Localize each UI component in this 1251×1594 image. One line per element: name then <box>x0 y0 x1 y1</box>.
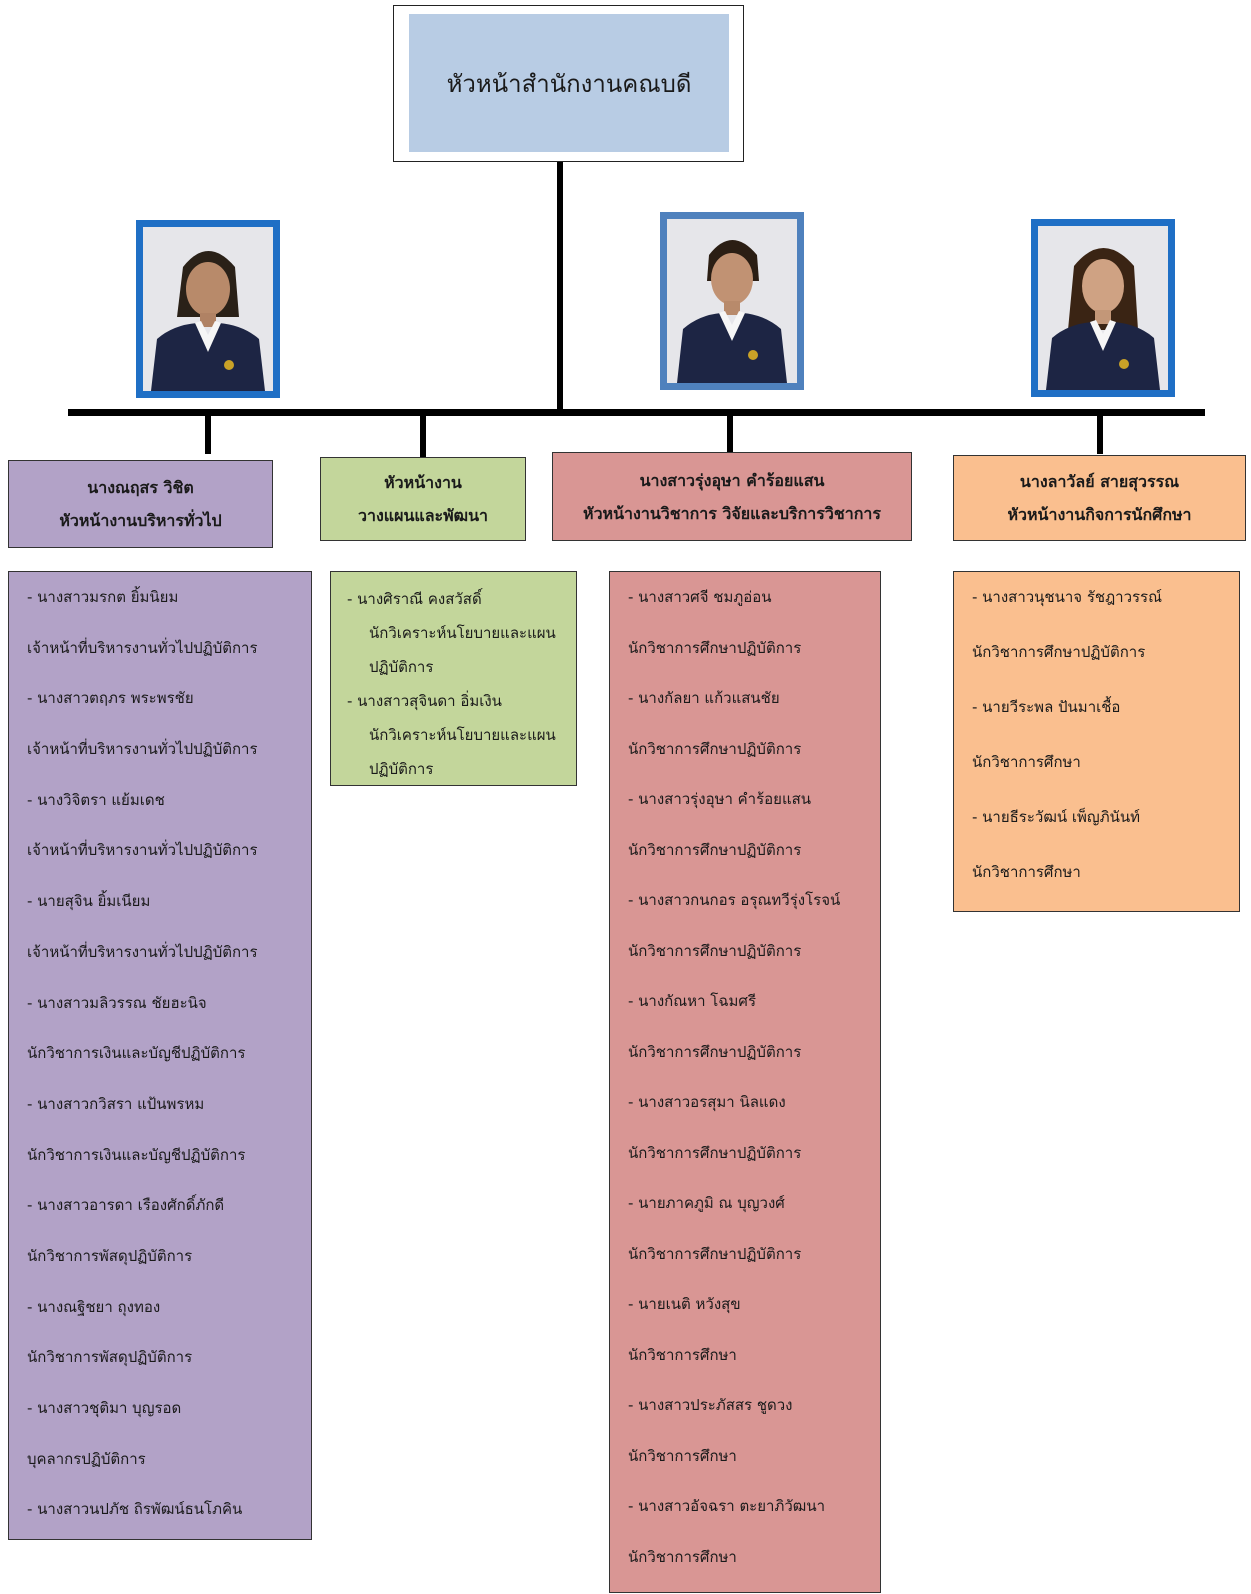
list-item: นักวิชาการศึกษา <box>628 1342 880 1393</box>
list-item: นักวิชาการศึกษาปฏิบัติการ <box>628 1241 880 1292</box>
connector-drop-2 <box>420 414 426 458</box>
photo-general-admin-head <box>136 220 280 398</box>
staff-list-general-admin: - นางสาวมรกต ยิ้มนิยม เจ้าหน้าที่บริหารง… <box>8 571 312 1540</box>
head-name: นางณฤสร วิชิต <box>87 471 193 504</box>
list-item: - นางสาวอารดา เรืองศักดิ์ภักดี <box>27 1192 311 1243</box>
list-item: - นางวิจิตรา แย้มเดช <box>27 787 311 838</box>
list-item: เจ้าหน้าที่บริหารงานทั่วไปปฏิบัติการ <box>27 939 311 990</box>
connector-drop-3 <box>727 414 733 452</box>
list-item: - นางกัลยา แก้วแสนชัย <box>628 685 880 736</box>
list-item: - นายเนติ หวังสุข <box>628 1291 880 1342</box>
list-item: - นางสาวนปภัช ถิรพัฒน์ธนโภคิน <box>27 1496 311 1547</box>
list-item: นักวิชาการศึกษาปฏิบัติการ <box>628 938 880 989</box>
list-item: - นางสาวกนกอร อรุณทวีรุ่งโรจน์ <box>628 887 880 938</box>
list-item: - นางสาวตฤภร พระพรชัย <box>27 685 311 736</box>
person-portrait-icon <box>1038 226 1168 390</box>
staff-list-planning: - นางศิราณี คงสวัสดิ์ นักวิเคราะห์นโยบาย… <box>330 571 577 786</box>
list-item: - นายวีระพล ปันมาเชื้อ <box>972 694 1239 749</box>
list-item: นักวิชาการศึกษา <box>628 1544 880 1594</box>
list-item: นักวิชาการเงินและบัญชีปฏิบัติการ <box>27 1142 311 1193</box>
head-role: หัวหน้างานวิชาการ วิจัยและบริการวิชาการ <box>583 497 881 530</box>
list-item: เจ้าหน้าที่บริหารงานทั่วไปปฏิบัติการ <box>27 635 311 686</box>
list-item-name: - นางสาวสุจินดา อิ่มเงิน <box>347 684 576 718</box>
list-item: นักวิชาการพัสดุปฏิบัติการ <box>27 1344 311 1395</box>
list-item: เจ้าหน้าที่บริหารงานทั่วไปปฏิบัติการ <box>27 736 311 787</box>
head-role: หัวหน้างานกิจการนักศึกษา <box>1007 498 1191 531</box>
list-item: นักวิชาการพัสดุปฏิบัติการ <box>27 1243 311 1294</box>
director-title: หัวหน้าสำนักงานคณบดี <box>447 64 692 103</box>
list-item: - นายภาคภูมิ ณ บุญวงศ์ <box>628 1190 880 1241</box>
list-item: - นางสาวนุชนาจ รัชฎาวรรณ์ <box>972 584 1239 639</box>
list-item: นักวิชาการศึกษา <box>628 1443 880 1494</box>
list-item: - นางณฐิชยา ถุงทอง <box>27 1294 311 1345</box>
list-item: นักวิชาการศึกษาปฏิบัติการ <box>628 635 880 686</box>
connector-drop-4 <box>1097 414 1103 454</box>
head-name: นางลาวัลย์ สายสุวรรณ <box>1020 465 1179 498</box>
list-item: - นางสาวกวิสรา แป้นพรหม <box>27 1091 311 1142</box>
list-item: นักวิชาการศึกษา <box>972 859 1239 914</box>
connector-horizontal <box>68 409 1205 416</box>
list-item: - นางสาวอัจฉรา ตะยาภิวัฒนา <box>628 1493 880 1544</box>
list-item: นักวิชาการเงินและบัญชีปฏิบัติการ <box>27 1040 311 1091</box>
list-item: นักวิชาการศึกษาปฏิบัติการ <box>628 1140 880 1191</box>
head-role: หัวหน้างานบริหารทั่วไป <box>59 504 221 537</box>
head-name: หัวหน้างาน <box>384 466 462 499</box>
head-box-academic: นางสาวรุ่งอุษา คำร้อยแสน หัวหน้างานวิชาก… <box>552 452 912 541</box>
list-item: นักวิชาการศึกษาปฏิบัติการ <box>628 1039 880 1090</box>
list-item-name: - นางศิราณี คงสวัสดิ์ <box>347 582 576 616</box>
director-box: หัวหน้าสำนักงานคณบดี <box>409 14 729 152</box>
connector-drop-1 <box>205 414 211 454</box>
list-item: - นางสาวศจี ชมภูอ่อน <box>628 584 880 635</box>
head-box-planning: หัวหน้างาน วางแผนและพัฒนา <box>320 457 526 541</box>
staff-list-student-affairs: - นางสาวนุชนาจ รัชฎาวรรณ์ นักวิชาการศึกษ… <box>953 571 1240 912</box>
photo-academic-head <box>660 212 804 390</box>
person-portrait-icon <box>667 219 797 383</box>
list-item: - นางสาวมลิวรรณ ชัยฮะนิจ <box>27 990 311 1041</box>
list-item: - นายธีระวัฒน์ เพ็ญภินันท์ <box>972 804 1239 859</box>
person-portrait-icon <box>143 227 273 391</box>
list-item: - นางกัณหา โฉมศรี <box>628 988 880 1039</box>
list-item: - นางสาวมรกต ยิ้มนิยม <box>27 584 311 635</box>
list-item: นักวิชาการศึกษาปฏิบัติการ <box>628 837 880 888</box>
list-item: - นายสุจิน ยิ้มเนียม <box>27 888 311 939</box>
list-item: - นางสาวรุ่งอุษา คำร้อยแสน <box>628 786 880 837</box>
head-name: นางสาวรุ่งอุษา คำร้อยแสน <box>640 464 825 497</box>
head-box-student-affairs: นางลาวัลย์ สายสุวรรณ หัวหน้างานกิจการนัก… <box>953 455 1246 541</box>
list-item: - นางสาวชุติมา บุญรอด <box>27 1395 311 1446</box>
list-item-position: นักวิเคราะห์นโยบายและแผนปฏิบัติการ <box>347 616 569 684</box>
head-box-general-admin: นางณฤสร วิชิต หัวหน้างานบริหารทั่วไป <box>8 460 273 548</box>
list-item: นักวิชาการศึกษาปฏิบัติการ <box>972 639 1239 694</box>
list-item: - นางสาวอรสุมา นิลแดง <box>628 1089 880 1140</box>
connector-top-vertical <box>557 162 563 412</box>
photo-student-affairs-head <box>1031 219 1175 397</box>
list-item: นักวิชาการศึกษา <box>972 749 1239 804</box>
head-role: วางแผนและพัฒนา <box>358 499 488 532</box>
list-item: เจ้าหน้าที่บริหารงานทั่วไปปฏิบัติการ <box>27 837 311 888</box>
list-item-position: นักวิเคราะห์นโยบายและแผนปฏิบัติการ <box>347 718 569 786</box>
staff-list-academic: - นางสาวศจี ชมภูอ่อน นักวิชาการศึกษาปฏิบ… <box>609 571 881 1593</box>
list-item: นักวิชาการศึกษาปฏิบัติการ <box>628 736 880 787</box>
list-item: บุคลากรปฏิบัติการ <box>27 1446 311 1497</box>
list-item: - นางสาวประภัสสร ชูดวง <box>628 1392 880 1443</box>
